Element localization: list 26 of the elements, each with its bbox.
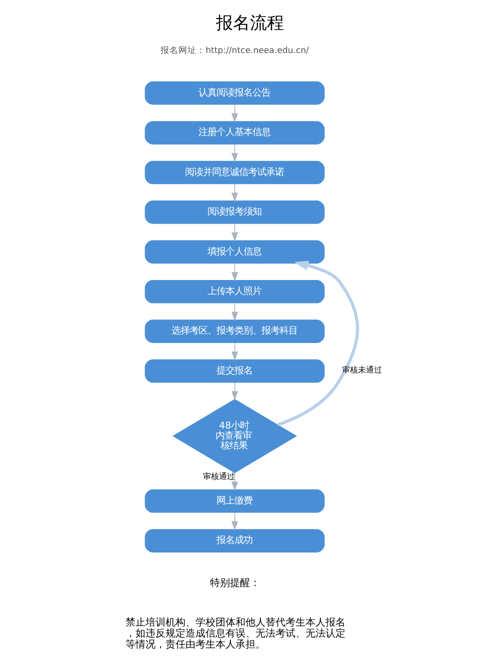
arrow bbox=[231, 302, 238, 322]
node-box: 提交报名 bbox=[144, 359, 325, 383]
diagram-title: 报名流程 bbox=[216, 14, 284, 34]
node-box: 认真阅读报名公告 bbox=[144, 81, 325, 105]
node-box: 报名成功 bbox=[144, 529, 325, 552]
node-box: 阅读报考须知 bbox=[144, 200, 325, 224]
node-diamond: 48小时内查看审核结果 bbox=[172, 399, 297, 474]
node-box: 选择考区、报考类别、报考科目 bbox=[144, 320, 325, 343]
node-box: 网上缴费 bbox=[144, 489, 325, 513]
arrow bbox=[231, 184, 238, 202]
label: 特别提醒： bbox=[210, 578, 260, 589]
arrow bbox=[231, 104, 238, 123]
node-box: 填报个人信息 bbox=[144, 240, 325, 264]
arrow bbox=[231, 144, 238, 162]
label: 报名网址：http://ntce.neea.edu.cn/ bbox=[160, 46, 309, 56]
edge-label: 审核通过 bbox=[203, 472, 236, 482]
node-box: 注册个人基本信息 bbox=[144, 121, 325, 144]
node-box: 阅读并同意诚信考试承诺 bbox=[144, 160, 325, 184]
edge-label: 审核未通过 bbox=[342, 365, 382, 374]
label: 禁止培训机构、学校团体和他人替代考生本人报名，如违反规定造成信息有误、无法考试、无法认定等情况，责任由考生本人承担。 bbox=[125, 618, 346, 650]
arrow bbox=[231, 262, 238, 282]
arrow bbox=[277, 260, 360, 426]
node-box: 上传本人照片 bbox=[144, 280, 325, 304]
arrow bbox=[231, 342, 238, 361]
arrow bbox=[231, 512, 238, 531]
arrow bbox=[231, 223, 238, 242]
